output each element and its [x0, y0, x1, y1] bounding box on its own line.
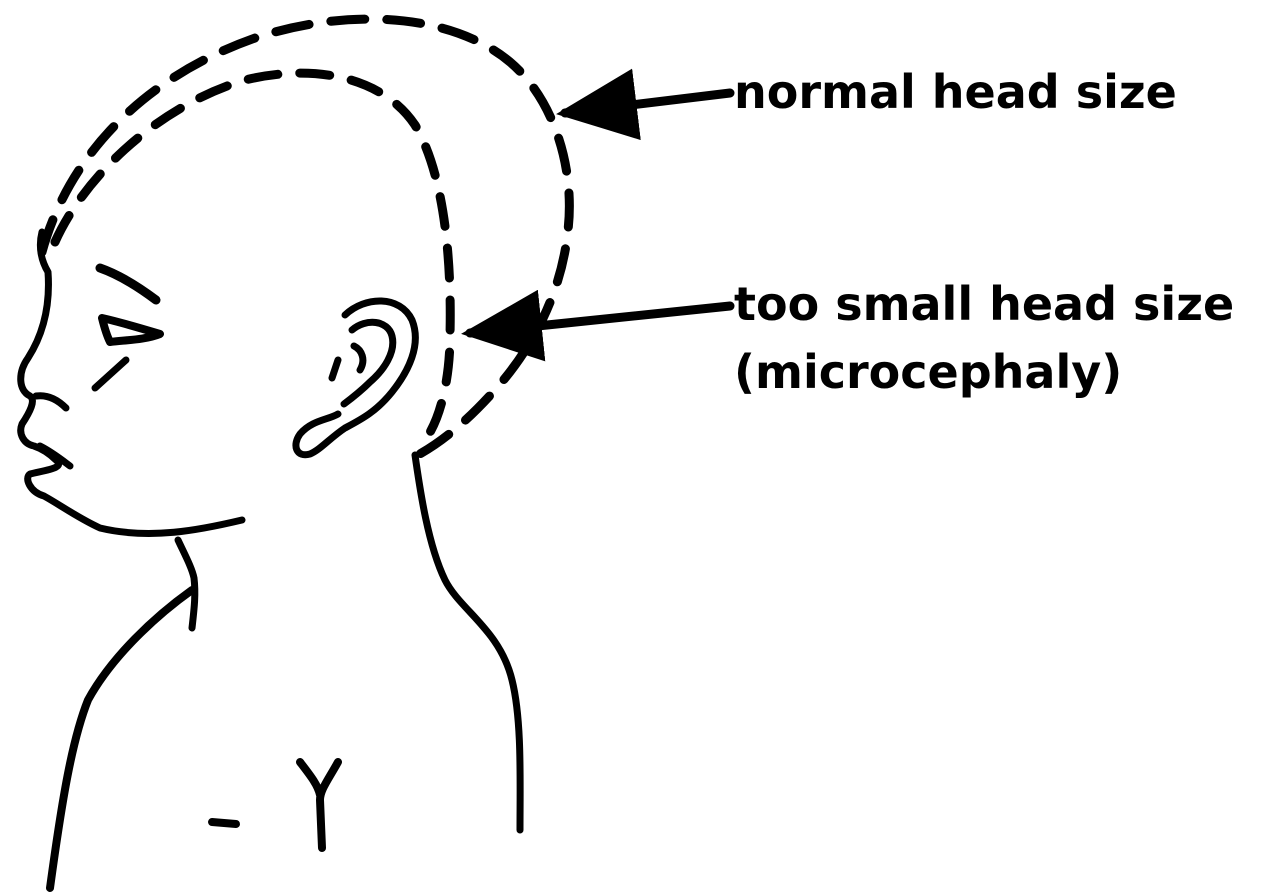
eye: [102, 318, 160, 342]
nostril-line: [95, 360, 126, 388]
microcephaly-label: (microcephaly): [734, 343, 1122, 401]
neck-front: [50, 590, 192, 888]
normal-head-outline: [42, 19, 569, 455]
normal-head-size-label: normal head size: [734, 63, 1177, 121]
small-pointer-arrow: [470, 306, 730, 333]
chest-mark-dash: [212, 822, 236, 824]
eyebrow: [100, 268, 156, 300]
face-profile: [21, 232, 242, 533]
ear: [296, 301, 415, 455]
nose-detail: [36, 396, 70, 466]
small-head-size-label: too small head size: [734, 275, 1234, 333]
normal-pointer-arrow: [565, 93, 730, 113]
jaw-line: [178, 540, 195, 628]
chest-mark-y: [300, 762, 338, 848]
neck-back: [415, 455, 520, 830]
